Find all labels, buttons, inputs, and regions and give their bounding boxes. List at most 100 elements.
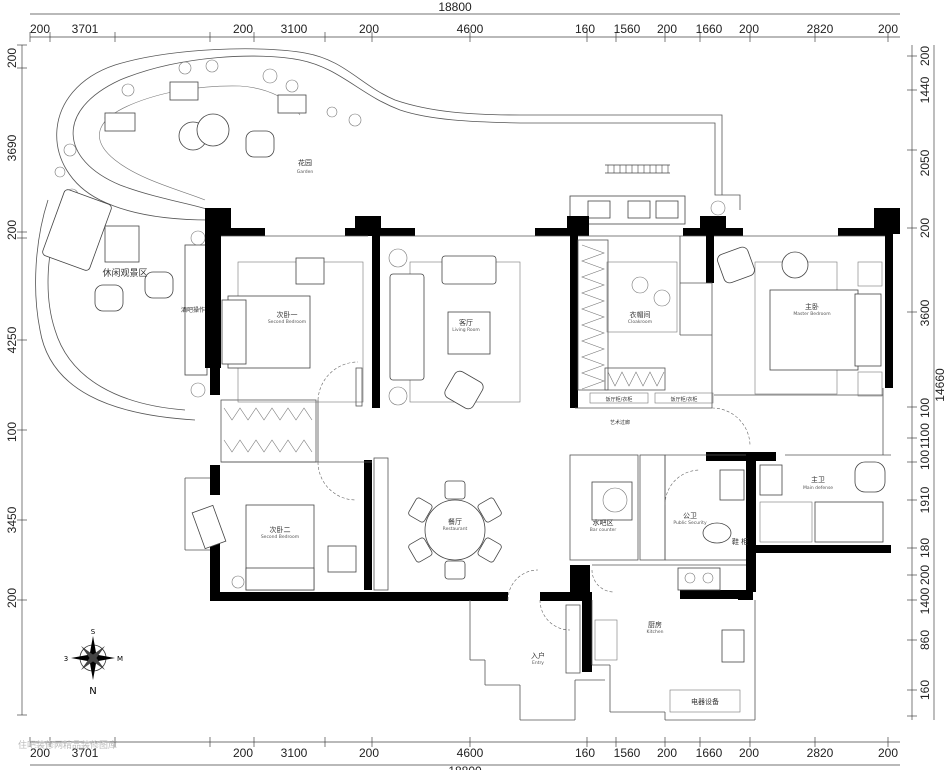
top-dim-8: 200 (657, 22, 677, 36)
bottom-dim-8: 200 (657, 746, 677, 760)
bar-label: 水吧区 (593, 518, 614, 527)
left-dim-2: 200 (5, 220, 19, 240)
dining-table (424, 499, 486, 561)
living-room-label-en: Living Room (452, 327, 480, 333)
top-dim-1: 3701 (72, 22, 99, 36)
top-dim-6: 160 (575, 22, 595, 36)
right-dim-2: 2050 (918, 149, 932, 176)
right-dim-11: 1400 (918, 587, 932, 614)
public-bath: 公卫 Public Security 鞋 柜 (673, 469, 748, 546)
locker-left-label: 饭厅柜/衣柜 (606, 396, 633, 403)
master-side-table (781, 251, 809, 279)
left-dim-1: 3690 (5, 134, 19, 161)
leisure-label: 休闲观景区 (102, 267, 147, 279)
top-dim-12: 200 (878, 22, 898, 36)
right-dim-6: 1100 (918, 423, 932, 449)
sofa (389, 273, 425, 381)
interior-lines (184, 235, 891, 721)
left-dim-5: 3450 (5, 506, 19, 533)
bed-2-pillows (245, 567, 315, 591)
compass-s: S (91, 628, 96, 636)
second-bedroom-1-label: 次卧一 (277, 310, 298, 319)
bottom-dim-2: 200 (233, 746, 253, 760)
top-dim-9: 1660 (696, 22, 723, 36)
cloakroom-label-en: Cloakroom (628, 319, 652, 325)
ac-unit-2 (627, 200, 651, 219)
bar-table (591, 481, 633, 521)
bottom-dim-12: 200 (878, 746, 898, 760)
dining-chair (408, 537, 433, 563)
master-bedroom-label-en: Master Bedroom (793, 311, 830, 317)
top-dim-10: 200 (739, 22, 759, 36)
right-dim-13: 160 (918, 680, 932, 700)
bar-counter: 水吧区 Bar counter (590, 481, 633, 533)
garden-outline: 花园 Garden (35, 48, 741, 421)
bottom-dim-11: 2820 (807, 746, 834, 760)
right-dim-5: 100 (918, 398, 932, 418)
bed-1-pillows (221, 299, 247, 365)
master-bath-sink (759, 464, 783, 496)
public-bath-sink (719, 469, 745, 501)
master-bath-label-en: Main defense (803, 485, 833, 491)
wardrobes (223, 239, 666, 453)
top-dim-11: 2820 (807, 22, 834, 36)
bed-1-chair (295, 257, 325, 285)
bottom-dim-7: 1560 (614, 746, 641, 760)
bottom-dim-10: 200 (739, 746, 759, 760)
bar-operation-label: 酒吧操作台 (181, 306, 211, 314)
cloakroom: 衣帽间 Cloakroom 饭厅柜/衣柜 饭厅柜/衣柜 (589, 261, 714, 404)
top-dim-4: 200 (359, 22, 379, 36)
bottom-dim-9: 1660 (696, 746, 723, 760)
leisure-sofa (42, 189, 112, 271)
bottom-dim-3: 3100 (281, 746, 308, 760)
master-bath-toilet (854, 461, 886, 493)
garden-label-en: Garden (297, 169, 314, 175)
compass-w: 3 (64, 655, 68, 663)
cloakroom-label: 衣帽间 (630, 310, 651, 319)
right-dim-10: 200 (918, 565, 932, 585)
bed-2-chair (327, 545, 357, 573)
second-bedroom-1: 次卧一 Second Bedroom (221, 257, 364, 407)
dining-chair (444, 560, 466, 580)
dining-room: 餐厅 Restaurant (408, 480, 502, 580)
kitchen: 厨房 Kitchen 电器设备 (594, 567, 745, 713)
living-room-label: 客厅 (459, 318, 473, 327)
kitchen-stove (677, 567, 721, 591)
second-bedroom-2-label-en: Second Bedroom (261, 534, 299, 540)
top-total-dimension: 18800 (438, 0, 472, 14)
living-room: 客厅 Living Room (388, 248, 521, 410)
bottom-dimensions: 18800 2003701200310020046001601560200166… (29, 737, 900, 770)
appliance-label: 电器设备 (691, 697, 719, 706)
coffee-table (447, 311, 491, 355)
right-dim-3: 200 (918, 218, 932, 238)
master-bath: 主卫 Main defense (759, 461, 886, 543)
leisure-chair-2 (144, 271, 174, 299)
dining-label-en: Restaurant (443, 526, 468, 532)
master-bed (769, 289, 859, 371)
dining-chair (477, 537, 502, 563)
tv-cabinet (441, 255, 497, 285)
ac-unit-3 (655, 200, 679, 219)
master-bed-pillows (854, 293, 882, 367)
compass-n: N (89, 686, 96, 697)
right-dim-0: 200 (918, 46, 932, 66)
door-swings (317, 361, 751, 631)
left-dim-4: 100 (5, 422, 19, 442)
right-dim-7: 100 (918, 450, 932, 470)
leisure-area: 休闲观景区 酒吧操作台 (42, 189, 211, 398)
master-bath-label: 主卫 (811, 475, 825, 484)
master-bedroom: 主卧 Master Bedroom (717, 246, 883, 397)
master-bedroom-label: 主卧 (805, 302, 819, 311)
left-dim-3: 4250 (5, 326, 19, 353)
bar-label-en: Bar counter (590, 527, 617, 533)
lounger-2 (169, 81, 199, 101)
public-bath-toilet (702, 522, 732, 544)
bottom-total-dimension: 18800 (448, 764, 482, 770)
right-total-dimension: 14660 (933, 368, 946, 402)
entry: 入户 Entry (531, 604, 581, 674)
leisure-table (104, 225, 140, 263)
entry-label-en: Entry (532, 660, 544, 666)
